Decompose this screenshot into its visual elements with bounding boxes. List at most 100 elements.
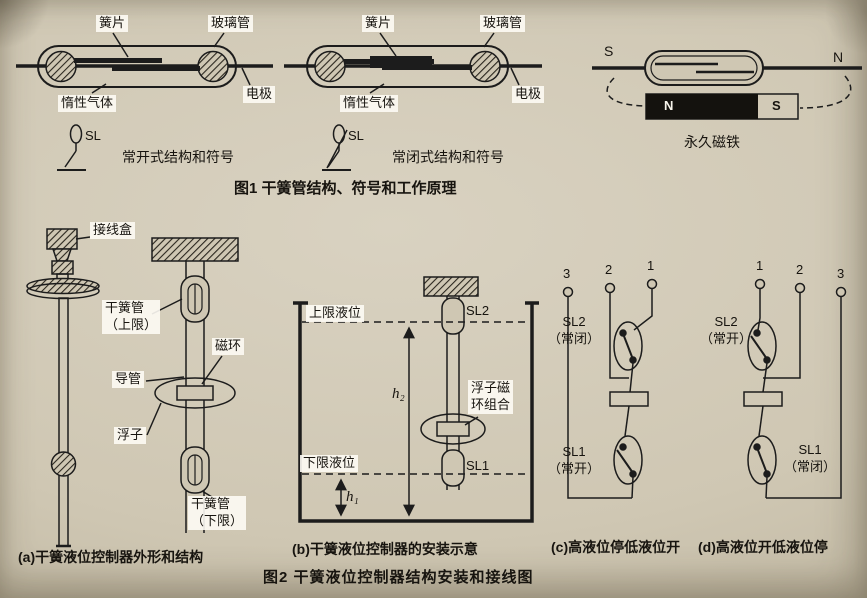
terminal-label-2d: 2: [796, 262, 804, 277]
label-glass-no: 玻璃管: [208, 15, 254, 32]
glass-tube: [306, 45, 509, 88]
fig2b-installation-diagram: [293, 276, 539, 523]
label-magnet-n: N: [664, 98, 674, 113]
label-reed-upper-line2: （上限）: [105, 316, 158, 332]
reed-blade-upper: [74, 58, 162, 63]
label-sl-no: SL: [85, 128, 101, 143]
terminal-3: [562, 286, 574, 298]
sl1-open-contact: [616, 449, 634, 474]
junction-box-neck: [51, 248, 73, 262]
terminal-label-2: 2: [605, 262, 613, 277]
fig2c-wiring-diagram: [562, 278, 658, 499]
float-ellipse: [420, 413, 486, 445]
terminal-label-3: 3: [563, 266, 571, 281]
label-sl2-d-name: SL2: [714, 314, 738, 329]
seal-right: [469, 50, 501, 83]
label-float-ring-line1: 浮子磁: [471, 380, 511, 395]
label-gas-no: 惰性气体: [58, 95, 117, 112]
seal-left: [45, 50, 77, 83]
label-reed-lower-line1: 干簧管: [191, 496, 231, 511]
label-junction-box: 接线盒: [90, 222, 136, 239]
label-sl1-c-name: SL1: [562, 444, 586, 459]
label-h2: h₂: [392, 386, 405, 402]
terminal-block: [609, 391, 649, 407]
label-sl1-d: SL1 （常闭）: [784, 442, 836, 476]
flux-line-left: [606, 77, 651, 107]
guide-rod: [58, 297, 69, 547]
mount-plate: [423, 276, 479, 297]
seal-left: [314, 50, 346, 83]
magnet-ring: [176, 385, 214, 401]
terminal-2: [604, 282, 616, 294]
fig1-normally-open-diagram: [16, 32, 273, 171]
label-float: 浮子: [114, 427, 147, 444]
junction-box: [46, 228, 78, 250]
float-ball: [50, 451, 77, 477]
label-sl1-c-state: （常开）: [548, 460, 601, 476]
label-pole-s: S: [604, 43, 614, 59]
caption-normally-closed: 常闭式结构和符号: [392, 149, 504, 165]
panel-d-caption: (d)高液位开低液位停: [698, 539, 828, 555]
terminal-block: [743, 391, 783, 407]
top-plate: [151, 237, 239, 262]
mounting-flange: [26, 277, 100, 295]
fig1-normally-closed-diagram: [284, 32, 542, 171]
panel-b-caption: (b)干簧液位控制器的安装示意: [292, 541, 478, 557]
label-sl2-c: SL2 （常闭）: [548, 314, 600, 348]
glass-tube: [37, 45, 237, 88]
terminal-label-1: 1: [647, 258, 655, 273]
label-sl2-b: SL2: [466, 303, 490, 318]
fig1-magnet-diagram: [592, 50, 862, 120]
float-ellipse: [154, 377, 236, 409]
magnet-bar-north: [646, 94, 758, 119]
label-glass-nc: 玻璃管: [480, 15, 526, 32]
switch-sl2: [747, 321, 777, 371]
label-sl1-b: SL1: [466, 458, 490, 473]
terminal-label-3d: 3: [837, 266, 845, 281]
label-h1: h₁: [346, 489, 359, 505]
label-reed-no: 簧片: [96, 15, 129, 32]
mounting-nut: [51, 260, 74, 275]
switch-sl1: [747, 435, 777, 485]
sl2-open-contact: [750, 335, 768, 360]
label-reed-lower-line2: （下限）: [191, 512, 244, 528]
label-electrode-no: 电极: [243, 86, 276, 103]
label-float-ring-combo: 浮子磁 环组合: [468, 380, 514, 414]
panel-c-caption: (c)高液位停低液位开: [551, 539, 681, 555]
figure2-caption: 图2 干簧液位控制器结构安装和接线图: [263, 569, 534, 586]
terminal-2: [794, 282, 806, 294]
label-gas-nc: 惰性气体: [340, 95, 399, 112]
label-upper-level: 上限液位: [306, 305, 365, 322]
terminal-label-1d: 1: [756, 258, 764, 273]
label-permanent-magnet: 永久磁铁: [684, 134, 740, 150]
glass-tube-inner: [650, 55, 758, 81]
glass-tube: [644, 50, 764, 86]
reed-switch-symbol-nc: [322, 124, 351, 171]
label-guide-tube: 导管: [112, 371, 145, 388]
figure1-caption: 图1 干簧管结构、符号和工作原理: [234, 180, 457, 197]
terminal-1: [754, 278, 766, 290]
label-sl1-d-state: （常闭）: [784, 458, 837, 474]
label-sl1-c: SL1 （常开）: [548, 444, 600, 478]
sl2-closed-contact: [621, 330, 635, 363]
tank-outline: [298, 303, 534, 523]
label-electrode-nc: 电极: [512, 86, 545, 103]
fig2d-wiring-diagram: [743, 278, 847, 499]
label-sl2-d: SL2 （常开）: [700, 314, 752, 348]
closed-contact: [370, 56, 432, 68]
fig2a-controller-structure: [26, 228, 239, 548]
label-float-ring-line2: 环组合: [471, 396, 511, 412]
flux-line-right: [799, 75, 852, 109]
label-sl-nc: SL: [348, 128, 364, 143]
reed-switch-symbol-no: [57, 124, 86, 171]
label-reed-upper: 干簧管 （上限）: [102, 300, 161, 334]
switch-sl2: [613, 321, 643, 371]
label-sl1-d-name: SL1: [798, 442, 822, 457]
label-sl2-c-name: SL2: [562, 314, 586, 329]
label-magnet-s: S: [772, 98, 781, 113]
panel-a-caption: (a)干簧液位控制器外形和结构: [18, 549, 204, 565]
label-reed-lower: 干簧管 （下限）: [188, 496, 247, 530]
label-reed-upper-line1: 干簧管: [105, 300, 145, 315]
